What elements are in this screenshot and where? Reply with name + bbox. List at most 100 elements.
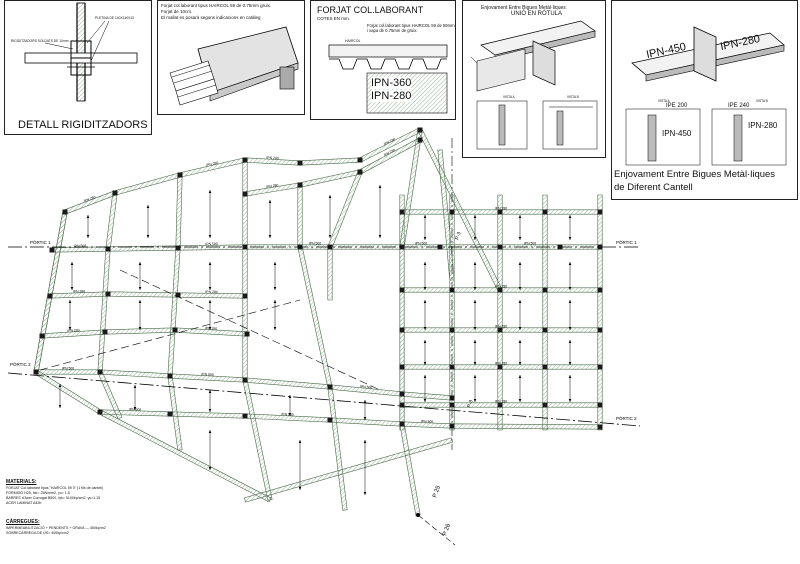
forjat-section-subtitle: COTES EN mm.	[317, 16, 351, 21]
girder	[63, 190, 117, 215]
forjat-section-title: FORJAT COL.LABORANT	[317, 5, 424, 15]
arrow-head	[423, 340, 427, 343]
column	[175, 245, 181, 251]
detail-rigiditzadors: PLETINA DE 140X140X10 RIGIDITZADORS SOLD…	[4, 0, 152, 135]
arrow-head	[363, 440, 367, 443]
column	[399, 421, 405, 427]
forjat-section-label: HAIRCOL	[345, 39, 361, 43]
arrow-head	[423, 362, 427, 365]
arrow-head	[363, 492, 367, 495]
materials-item: BARRES d'Acer Corrugat B500, fyk= 5100kp…	[6, 496, 101, 500]
girder	[451, 423, 601, 430]
girder	[299, 157, 361, 166]
column	[542, 287, 548, 293]
loads-item: SOBRECÀRREGA DE ÚS= 400kp/cm2	[6, 531, 69, 535]
column	[167, 411, 173, 417]
column	[542, 364, 548, 370]
arrow-head	[268, 200, 272, 203]
column	[105, 246, 111, 252]
forjat-3d-line-3: El mallat es posarà segons indicacions e…	[161, 15, 261, 20]
arrow-head	[328, 235, 332, 238]
column-line	[327, 246, 333, 301]
column	[542, 209, 548, 215]
cantell-vista-a: VISTA A	[658, 99, 670, 103]
arrow-head	[58, 405, 62, 408]
arrow-head	[423, 399, 427, 402]
column	[597, 209, 603, 215]
arrow-head	[423, 375, 427, 378]
arrow-head	[273, 287, 277, 290]
arrow-head	[423, 287, 427, 290]
column	[47, 293, 53, 299]
column	[357, 157, 363, 163]
materials-item: ACER LAMINAT A42b	[6, 501, 42, 505]
arrow-head	[423, 215, 427, 218]
column	[242, 157, 248, 163]
column	[597, 424, 603, 430]
column	[97, 409, 103, 415]
arrow-head	[518, 215, 522, 218]
arrow-head	[568, 327, 572, 330]
cantell-sec-right: IPN-280	[748, 121, 778, 130]
arrow-head	[423, 327, 427, 330]
column-line	[34, 369, 102, 415]
arrow-head	[423, 300, 427, 303]
beam-label: IPN 280	[83, 195, 96, 203]
column	[399, 209, 405, 215]
arrow-head	[208, 430, 212, 433]
beam-label: IPN 500	[415, 242, 427, 246]
materials-item: FORMIGÓ H25, fck= 25N/mm2, γc= 1.5	[6, 491, 70, 495]
arrow-head	[518, 300, 522, 303]
arrow-head	[208, 190, 212, 193]
arrow-head	[423, 262, 427, 265]
girder	[329, 417, 403, 427]
column-line	[542, 194, 548, 431]
notes: MATERIALS: FORJAT Col.laborant tipus "HA…	[6, 478, 156, 536]
arrow-head	[473, 399, 477, 402]
arrow-head	[568, 237, 572, 240]
column	[497, 364, 503, 370]
arrow-head	[138, 262, 142, 265]
arrow-head	[70, 262, 74, 265]
column-line	[327, 386, 348, 511]
detail-forjat-3d: Forjat col.laborant tipus HAIRCOL 59 de …	[157, 0, 305, 115]
column-line	[399, 246, 405, 425]
portic-1-label-right: PÒRTIC 1	[616, 239, 637, 245]
arrow-head	[363, 417, 367, 420]
column	[327, 384, 333, 390]
column	[449, 327, 455, 333]
rotula-drawing	[470, 20, 598, 150]
arrow-head	[146, 205, 150, 208]
column	[497, 287, 503, 293]
arrow-head	[473, 362, 477, 365]
arrow-head	[58, 384, 62, 387]
arrow-head	[473, 300, 477, 303]
loads-title: CÀRREGUES:	[6, 519, 40, 525]
column	[399, 244, 405, 250]
cantell-vista-b: VISTA B	[756, 99, 768, 103]
column	[399, 402, 405, 408]
beam-label: IPN 500	[201, 372, 214, 377]
arrow-head	[473, 287, 477, 290]
arrow-head	[138, 287, 142, 290]
beam-label: IPN 280	[73, 289, 85, 293]
diagonal-axis	[39, 299, 301, 371]
materials-title: MATERIALS:	[6, 479, 37, 485]
column-line	[297, 246, 333, 388]
column	[597, 287, 603, 293]
column	[49, 247, 55, 253]
column	[175, 292, 181, 298]
arrow-head	[208, 467, 212, 470]
girder	[401, 391, 453, 401]
arrow-head	[568, 340, 572, 343]
detail-diferent-cantell: IPN-450 IPN-280 VISTA A VISTA B IPE 200 …	[611, 0, 798, 200]
p3-label-bottom: P-3	[466, 399, 474, 409]
span-arrows	[58, 185, 572, 495]
p3-label-top: P-3	[454, 231, 462, 241]
cantell-drawing	[625, 26, 787, 166]
arrow-head	[568, 300, 572, 303]
arrow-head	[473, 375, 477, 378]
cantell-ipe-left: IPE 200	[666, 103, 688, 109]
forjat-3d-line-1: Forjat col.laborant tipus HAIRCOL 59 de …	[161, 3, 272, 8]
